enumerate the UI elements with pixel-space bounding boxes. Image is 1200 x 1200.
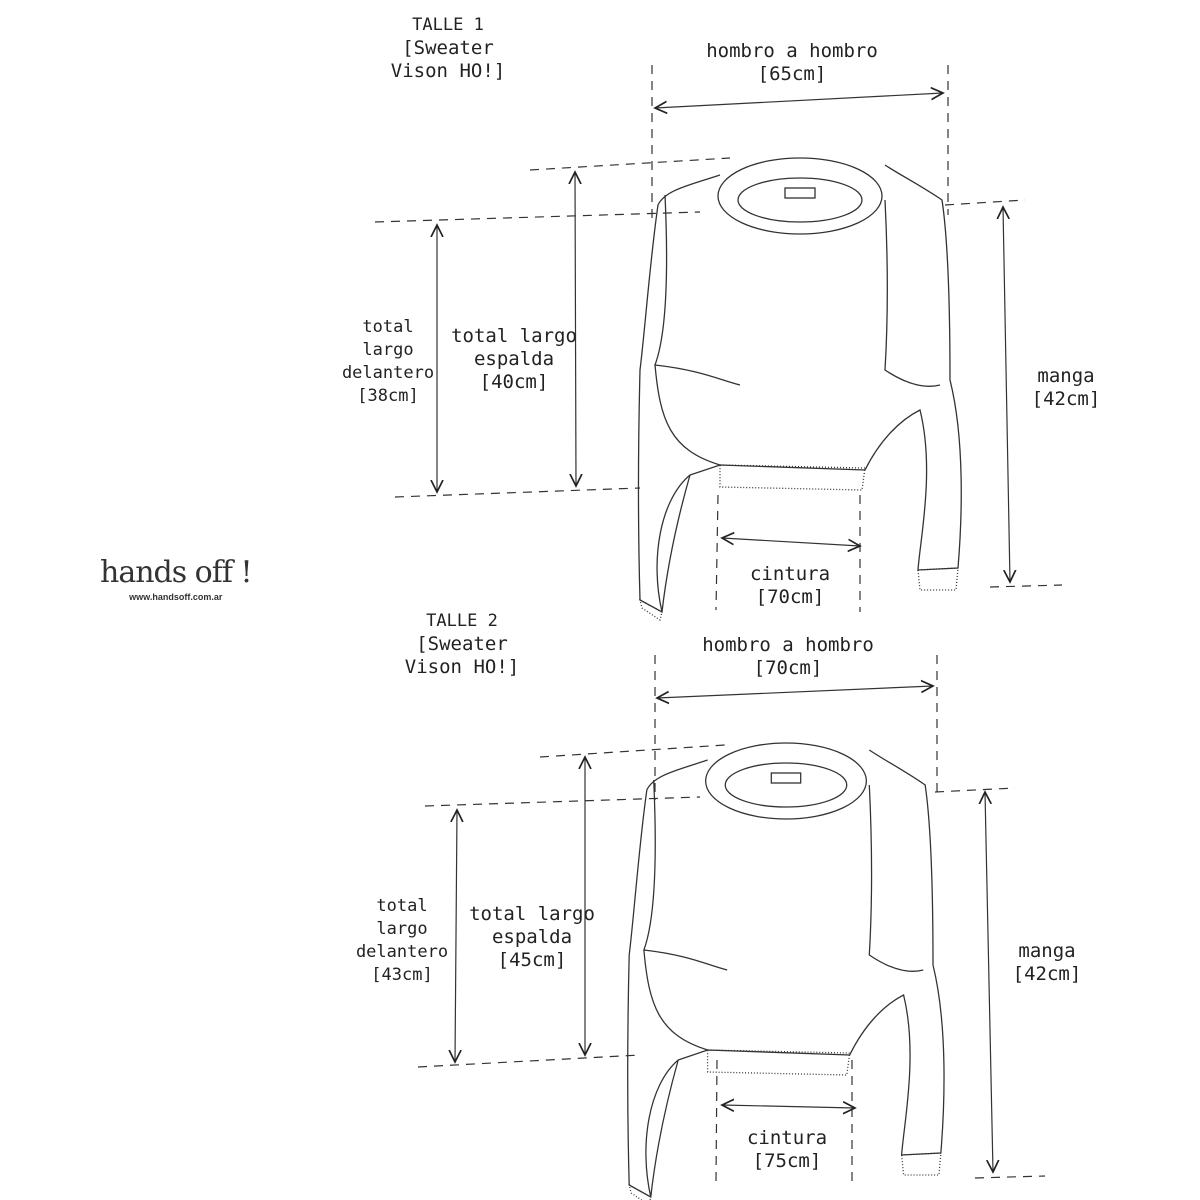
product-name: Vison HO!] — [390, 60, 506, 82]
measure-name: manga — [1018, 940, 1076, 962]
handsoff-logo: hands off ! www.handsoff.com.ar — [100, 555, 253, 603]
measure-name: largo — [376, 919, 428, 939]
measure-value: [38cm] — [357, 386, 419, 406]
sweater-drawing-1 — [637, 157, 962, 621]
front-length-label-1: total largo delantero [38cm] — [342, 316, 434, 408]
shoulder-label-1: hombro a hombro [65cm] — [706, 40, 878, 86]
measure-name: total — [362, 317, 414, 337]
measure-value: [40cm] — [479, 371, 549, 393]
measure-name: manga — [1037, 365, 1095, 387]
brand-url: www.handsoff.com.ar — [129, 592, 223, 602]
sleeve-label-2: manga [42cm] — [1013, 940, 1082, 986]
measure-value: [65cm] — [757, 63, 827, 85]
sleeve-label-1: manga [42cm] — [1032, 365, 1101, 411]
measure-name: delantero — [355, 942, 449, 962]
measure-lines-2 — [417, 655, 1046, 1183]
measure-name: espalda — [491, 926, 573, 948]
measure-name: hombro a hombro — [702, 634, 874, 656]
measure-value: [42cm] — [1012, 963, 1082, 985]
measure-name: cintura — [749, 563, 831, 585]
back-length-label-1: total largo espalda [40cm] — [451, 325, 577, 394]
product-name: Vison HO!] — [404, 656, 520, 678]
shoulder-label-2: hombro a hombro [70cm] — [702, 634, 874, 680]
measure-lines-1 — [374, 65, 1063, 612]
measure-name: total largo — [451, 325, 577, 347]
measure-name: delantero — [341, 363, 435, 383]
measure-value: [75cm] — [752, 1150, 822, 1172]
brand-name: hands off ! — [100, 555, 253, 590]
measure-name: cintura — [746, 1127, 828, 1149]
measure-name: total largo — [469, 903, 595, 925]
measure-name: total — [376, 896, 428, 916]
product-name: [Sweater — [402, 37, 494, 59]
waist-label-2: cintura [75cm] — [747, 1127, 827, 1173]
size-title-1: TALLE 1 [Sweater Vison HO!] — [391, 14, 505, 83]
back-length-label-2: total largo espalda [45cm] — [469, 903, 595, 972]
measure-value: [43cm] — [371, 965, 433, 985]
measure-value: [70cm] — [753, 657, 823, 679]
measure-name: hombro a hombro — [706, 40, 878, 62]
measure-name: espalda — [473, 348, 555, 370]
waist-label-1: cintura [70cm] — [750, 563, 830, 609]
measure-value: [42cm] — [1031, 388, 1101, 410]
product-name: [Sweater — [416, 633, 508, 655]
size-title-2: TALLE 2 [Sweater Vison HO!] — [405, 610, 519, 679]
size-label: TALLE 1 — [412, 15, 484, 35]
size-label: TALLE 2 — [426, 611, 498, 631]
front-length-label-2: total largo delantero [43cm] — [356, 895, 448, 987]
measure-value: [45cm] — [497, 949, 567, 971]
measure-value: [70cm] — [755, 586, 825, 608]
measure-name: largo — [362, 340, 414, 360]
